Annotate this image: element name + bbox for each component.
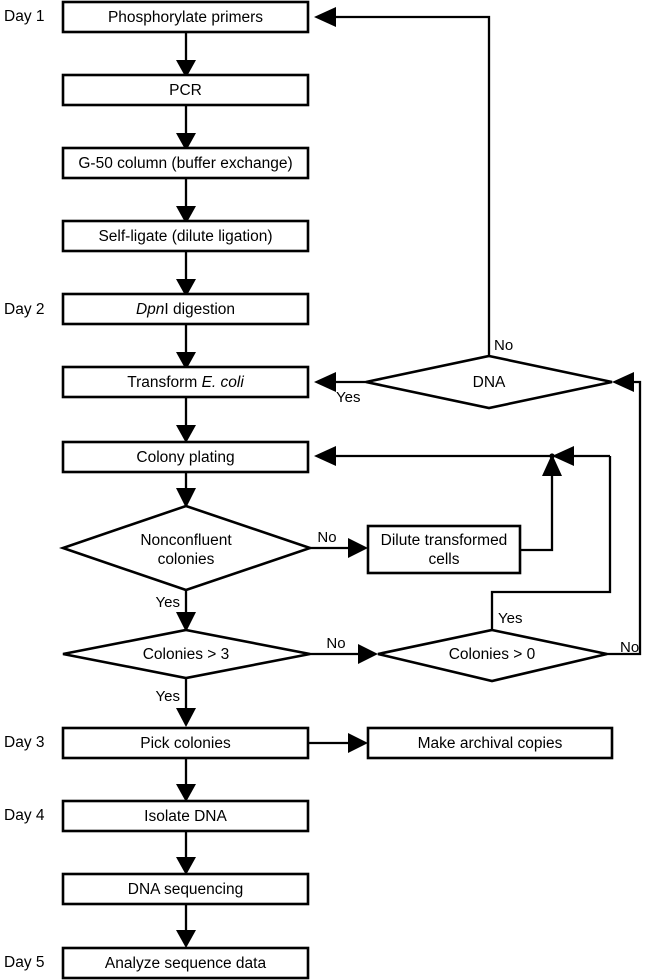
node-dpni-digestion[interactable]: DpnI digestion: [61, 292, 310, 326]
node-label-dpni-rest: I digestion: [164, 301, 235, 318]
connector-transform-to-colonyplating: [176, 397, 196, 443]
edge-label-colonies3-yes: Yes: [156, 688, 180, 705]
connector-pickcolonies-to-isolatedna: [176, 759, 196, 802]
node-nonconfluent-colonies[interactable]: Nonconfluent colonies: [58, 504, 315, 592]
connector-phosphorylate-to-pcr: [176, 32, 196, 78]
edge-label-dna-no: No: [494, 337, 513, 354]
node-dna-sequencing[interactable]: DNA sequencing: [61, 872, 310, 906]
node-label-dpni-italic: Dpn: [136, 301, 164, 318]
node-label-pick-colonies: Pick colonies: [140, 735, 231, 752]
node-label-transform-ecoli: Transform E. coli: [127, 374, 244, 391]
node-pick-colonies[interactable]: Pick colonies: [61, 726, 310, 760]
node-label-colonies-gt-0: Colonies > 0: [449, 646, 536, 663]
node-label-pcr: PCR: [169, 82, 202, 99]
connector-dnasequencing-to-analyze: [176, 905, 196, 948]
day-label-4: Day 4: [4, 807, 45, 824]
node-label-dilute-line2: cells: [428, 551, 459, 568]
connector-colonies0-no-to-dna: [607, 372, 642, 656]
node-colonies-gt-3[interactable]: Colonies > 3: [62, 628, 311, 680]
day-label-2: Day 2: [4, 301, 45, 318]
node-label-transform-italic: E. coli: [202, 374, 245, 391]
edge-label-colonies0-yes: Yes: [498, 610, 522, 627]
edge-label-dna-yes: Yes: [336, 389, 360, 406]
node-label-transform-plain: Transform: [127, 374, 201, 391]
connector-dilute-to-colonyplating: [520, 454, 562, 552]
node-phosphorylate-primers[interactable]: Phosphorylate primers: [61, 0, 310, 34]
connector-return-to-colonyplating: [314, 446, 610, 466]
connector-selfligate-to-dpni: [176, 251, 196, 297]
node-label-dpni-digestion: DpnI digestion: [136, 301, 235, 318]
node-g50-column[interactable]: G-50 column (buffer exchange): [61, 146, 310, 180]
edge-label-colonies3-no: No: [326, 635, 345, 652]
node-label-colony-plating: Colony plating: [136, 449, 234, 466]
connector-nonconfluent-no-to-dilute: [310, 538, 368, 558]
connector-colonies3-yes-to-pickcolonies: [176, 678, 196, 727]
connector-colonyplating-to-nonconfluent: [176, 472, 196, 508]
node-label-dilute-line1: Dilute transformed: [381, 532, 508, 549]
connector-g50-to-selfligate: [176, 178, 196, 224]
node-label-dna-sequencing: DNA sequencing: [128, 881, 243, 898]
junction-dot-colonyplating: [549, 453, 555, 459]
node-dna-decision[interactable]: DNA: [365, 354, 613, 410]
connector-dna-yes-to-transform: [314, 372, 366, 392]
connector-pcr-to-g50: [176, 105, 196, 151]
node-label-dna-decision: DNA: [473, 374, 506, 391]
connector-pickcolonies-to-archival: [308, 733, 368, 753]
node-label-make-archival-copies: Make archival copies: [418, 735, 563, 752]
connector-dna-no-to-phosphorylate: [314, 7, 491, 356]
node-isolate-dna[interactable]: Isolate DNA: [61, 799, 310, 833]
day-label-5: Day 5: [4, 954, 45, 971]
node-label-self-ligate: Self-ligate (dilute ligation): [98, 228, 272, 245]
connector-colonies3-no-to-colonies0: [310, 644, 378, 664]
node-colonies-gt-0[interactable]: Colonies > 0: [377, 628, 608, 683]
node-label-nonconfluent-line1: Nonconfluent: [140, 532, 232, 549]
node-analyze-sequence-data[interactable]: Analyze sequence data: [61, 946, 310, 980]
node-self-ligate[interactable]: Self-ligate (dilute ligation): [61, 219, 310, 253]
edge-label-colonies0-no: No: [620, 639, 639, 656]
connector-nonconfluent-yes-to-colonies3: [176, 590, 196, 632]
connector-colonies0-yes-to-return: [490, 456, 612, 630]
edge-label-nonconfluent-no: No: [317, 529, 336, 546]
node-pcr[interactable]: PCR: [61, 73, 310, 107]
node-label-g50-column: G-50 column (buffer exchange): [78, 155, 292, 172]
node-colony-plating[interactable]: Colony plating: [61, 440, 310, 474]
connector-dpni-to-transform: [176, 324, 196, 370]
day-label-1: Day 1: [4, 8, 45, 25]
node-label-colonies-gt-3: Colonies > 3: [143, 646, 230, 663]
node-label-isolate-dna: Isolate DNA: [144, 808, 227, 825]
node-label-phosphorylate-primers: Phosphorylate primers: [108, 9, 263, 26]
node-dilute-transformed-cells[interactable]: Dilute transformed cells: [366, 524, 522, 575]
node-make-archival-copies[interactable]: Make archival copies: [366, 726, 614, 760]
node-label-analyze-sequence-data: Analyze sequence data: [105, 955, 267, 972]
edge-label-nonconfluent-yes: Yes: [156, 594, 180, 611]
node-transform-ecoli[interactable]: Transform E. coli: [61, 365, 310, 399]
node-label-nonconfluent-line2: colonies: [158, 551, 215, 568]
day-label-3: Day 3: [4, 734, 45, 751]
connector-isolatedna-to-dnasequencing: [176, 832, 196, 875]
